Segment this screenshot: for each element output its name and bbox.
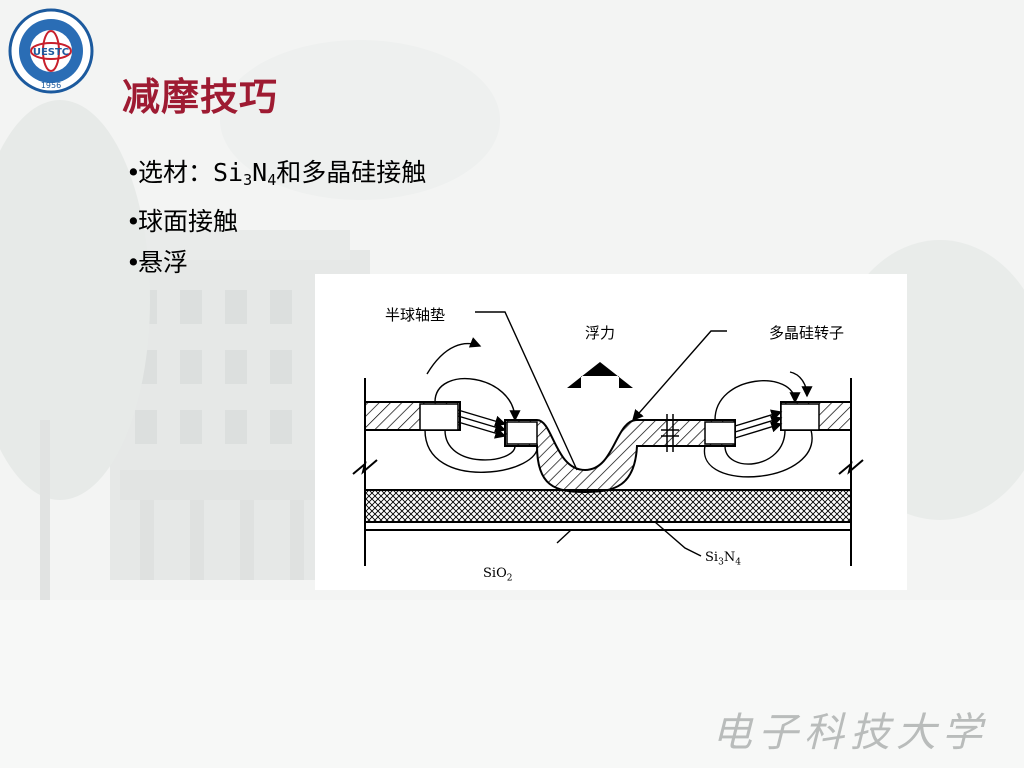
bullet-item: •悬浮: [126, 242, 426, 283]
university-watermark: 电子科技大学: [712, 710, 988, 756]
svg-text:1956: 1956: [41, 81, 61, 90]
bullet-list: •选材：Si3N4和多晶硅接触 •球面接触 •悬浮: [126, 152, 426, 283]
uestc-logo: [8, 8, 94, 94]
label-polysilicon-rotor: 多晶硅转子: [769, 324, 845, 342]
uestc-logo-text: UESTC 1956: [33, 47, 69, 90]
bullet-dot: •: [126, 248, 141, 277]
svg-text:UESTC: UESTC: [33, 47, 69, 58]
bullet-dot: •: [126, 207, 141, 236]
bullet-dot: •: [126, 158, 141, 187]
bullet-item: •选材：Si3N4和多晶硅接触: [126, 152, 426, 201]
label-hemisphere-bearing: 半球轴垫: [385, 306, 446, 324]
label-si3n4: Si3N4: [705, 550, 741, 568]
micromotor-diagram: 半球轴垫 浮力 多晶硅转子 SiO2 Si3N4: [315, 274, 907, 590]
diagram-drawing: [352, 311, 864, 566]
label-buoyancy: 浮力: [585, 324, 616, 342]
bullet-item: •球面接触: [126, 201, 426, 242]
label-sio2: SiO2: [483, 566, 513, 584]
slide-title: 减摩技巧: [122, 75, 279, 119]
